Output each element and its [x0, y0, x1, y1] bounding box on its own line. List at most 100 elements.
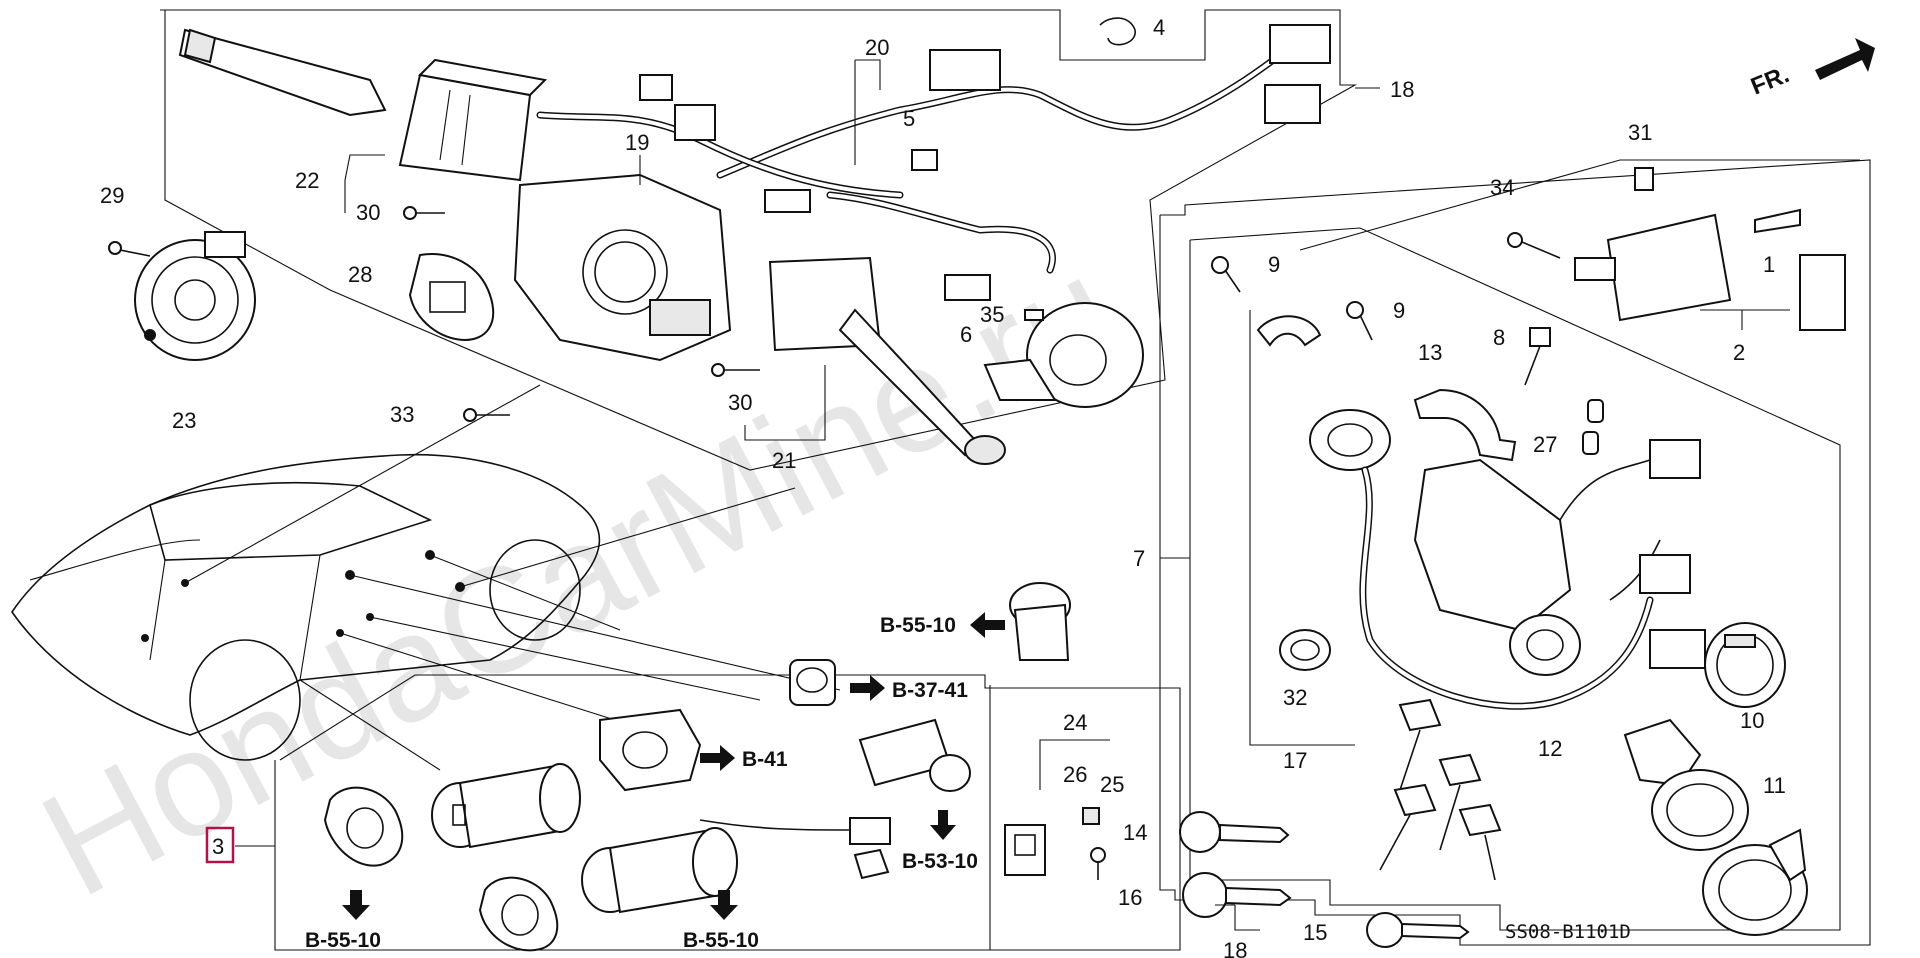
- screw-30-lower[interactable]: [711, 363, 760, 377]
- callout-13[interactable]: 13: [1418, 340, 1442, 365]
- part-26[interactable]: [1082, 807, 1100, 825]
- combination-switch-22[interactable]: [178, 28, 548, 182]
- callout-26[interactable]: 26: [1063, 762, 1087, 787]
- switch-24[interactable]: [1004, 824, 1046, 876]
- steering-lock-assembly[interactable]: [1413, 458, 1581, 676]
- switch-body-19[interactable]: [513, 173, 732, 362]
- ignition-harness: [1359, 439, 1706, 710]
- arrow-down-b5310-icon: [930, 810, 956, 840]
- ref-b5310[interactable]: B-53-10: [902, 850, 978, 873]
- clip-35[interactable]: [1024, 309, 1044, 321]
- cover-10-ring[interactable]: [1651, 769, 1749, 851]
- key-14[interactable]: [1179, 811, 1290, 853]
- callout-9a[interactable]: 9: [1268, 252, 1280, 277]
- immobilizer-unit-2[interactable]: [1574, 167, 1846, 331]
- clip-4[interactable]: [1099, 17, 1136, 46]
- screw-29[interactable]: [108, 241, 151, 257]
- cable-reel-23[interactable]: [134, 231, 256, 361]
- glovebox-cylinder[interactable]: [789, 659, 836, 706]
- callout-22[interactable]: 22: [295, 168, 319, 193]
- fuel-lid-cylinder[interactable]: [858, 718, 971, 792]
- callout-9b[interactable]: 9: [1393, 298, 1405, 323]
- door-cylinder-right[interactable]: [581, 817, 891, 914]
- leader-lines: [235, 59, 1790, 931]
- ref-b41[interactable]: B-41: [742, 748, 788, 771]
- callout-18b[interactable]: 18: [1223, 938, 1247, 958]
- immobilizer-outline: [1299, 159, 1860, 251]
- callout-19[interactable]: 19: [625, 130, 649, 155]
- clamp-32[interactable]: [1279, 629, 1331, 671]
- tie-band-10[interactable]: [1704, 622, 1786, 708]
- bracket-9-left[interactable]: [1211, 256, 1241, 293]
- callout-23[interactable]: 23: [172, 408, 196, 433]
- front-direction-label: FR.: [1747, 61, 1793, 101]
- door-cylinder-left[interactable]: [431, 763, 581, 849]
- ignition-inner-outline: [1189, 227, 1841, 931]
- ignition-cylinder-7[interactable]: [1256, 315, 1391, 471]
- keys-17[interactable]: [1379, 698, 1502, 881]
- cover-11[interactable]: [1702, 828, 1808, 936]
- callout-11[interactable]: 11: [1763, 773, 1786, 798]
- reference-arrows: [342, 612, 1005, 920]
- callout-25[interactable]: 25: [1100, 772, 1124, 797]
- screw-30-upper[interactable]: [403, 206, 445, 220]
- callout-30b[interactable]: 30: [728, 390, 752, 415]
- callout-35[interactable]: 35: [980, 302, 1004, 327]
- ref-b5510-mid[interactable]: B-55-10: [683, 929, 759, 952]
- combination-switch-group-outline: [160, 9, 1358, 471]
- callout-12[interactable]: 12: [1538, 736, 1562, 761]
- holder-13[interactable]: [1413, 388, 1517, 462]
- ref-b5510-top[interactable]: B-55-10: [880, 614, 956, 637]
- bracket-9-right[interactable]: [1346, 301, 1373, 341]
- callout-7[interactable]: 7: [1133, 546, 1145, 571]
- door-cylinder-seal-3-left[interactable]: [323, 786, 404, 867]
- key-cylinder-outline: [274, 674, 1181, 951]
- callout-29[interactable]: 29: [100, 183, 124, 208]
- callout-6[interactable]: 6: [960, 322, 972, 347]
- wiper-switch-21[interactable]: [768, 256, 1006, 465]
- callout-28[interactable]: 28: [348, 262, 372, 287]
- callout-14[interactable]: 14: [1123, 820, 1147, 845]
- clip-5[interactable]: [911, 149, 938, 171]
- callout-numbers: 1 2 3 4 5 6 7 8 9 9 10 11 12 13 14 15 16…: [100, 15, 1786, 958]
- callout-34[interactable]: 34: [1490, 175, 1514, 200]
- callout-17[interactable]: 17: [1283, 748, 1307, 773]
- wire-harness-18[interactable]: [536, 24, 1331, 301]
- callout-3-highlight-box: [205, 826, 235, 864]
- pin-27[interactable]: [1582, 399, 1604, 455]
- callout-8[interactable]: 8: [1493, 325, 1505, 350]
- ignition-switch-6[interactable]: [983, 302, 1144, 408]
- callout-1[interactable]: 1: [1763, 252, 1775, 277]
- front-direction-indicator: FR.: [1747, 38, 1875, 101]
- callout-2[interactable]: 2: [1733, 340, 1745, 365]
- callout-15[interactable]: 15: [1303, 920, 1327, 945]
- callout-3[interactable]: 3: [212, 834, 224, 859]
- key-16[interactable]: [1182, 872, 1292, 918]
- screw-25[interactable]: [1090, 847, 1106, 880]
- door-cylinder-seal-right[interactable]: [478, 876, 559, 952]
- callout-18a[interactable]: 18: [1390, 77, 1414, 102]
- callout-10[interactable]: 10: [1740, 708, 1764, 733]
- callout-20[interactable]: 20: [865, 35, 889, 60]
- ref-b5510-left[interactable]: B-55-10: [305, 929, 381, 952]
- callout-4[interactable]: 4: [1153, 15, 1165, 40]
- callout-31[interactable]: 31: [1628, 120, 1652, 145]
- callout-24[interactable]: 24: [1063, 710, 1087, 735]
- console-cylinder[interactable]: [1009, 582, 1071, 661]
- callout-16[interactable]: 16: [1118, 885, 1142, 910]
- callout-30a[interactable]: 30: [356, 200, 380, 225]
- bolt-8[interactable]: [1524, 327, 1551, 386]
- ref-b3741[interactable]: B-37-41: [892, 679, 968, 702]
- screw-33[interactable]: [463, 408, 510, 422]
- callout-5[interactable]: 5: [903, 106, 915, 131]
- callout-33[interactable]: 33: [390, 402, 414, 427]
- trunk-cylinder[interactable]: [599, 708, 702, 792]
- screw-34[interactable]: [1507, 232, 1561, 259]
- connector-b5310[interactable]: [853, 848, 890, 880]
- callout-21[interactable]: 21: [772, 448, 796, 473]
- bracket-ring-28[interactable]: [408, 253, 495, 342]
- key-15[interactable]: [1366, 912, 1470, 948]
- callout-27[interactable]: 27: [1533, 432, 1557, 457]
- callout-32[interactable]: 32: [1283, 685, 1307, 710]
